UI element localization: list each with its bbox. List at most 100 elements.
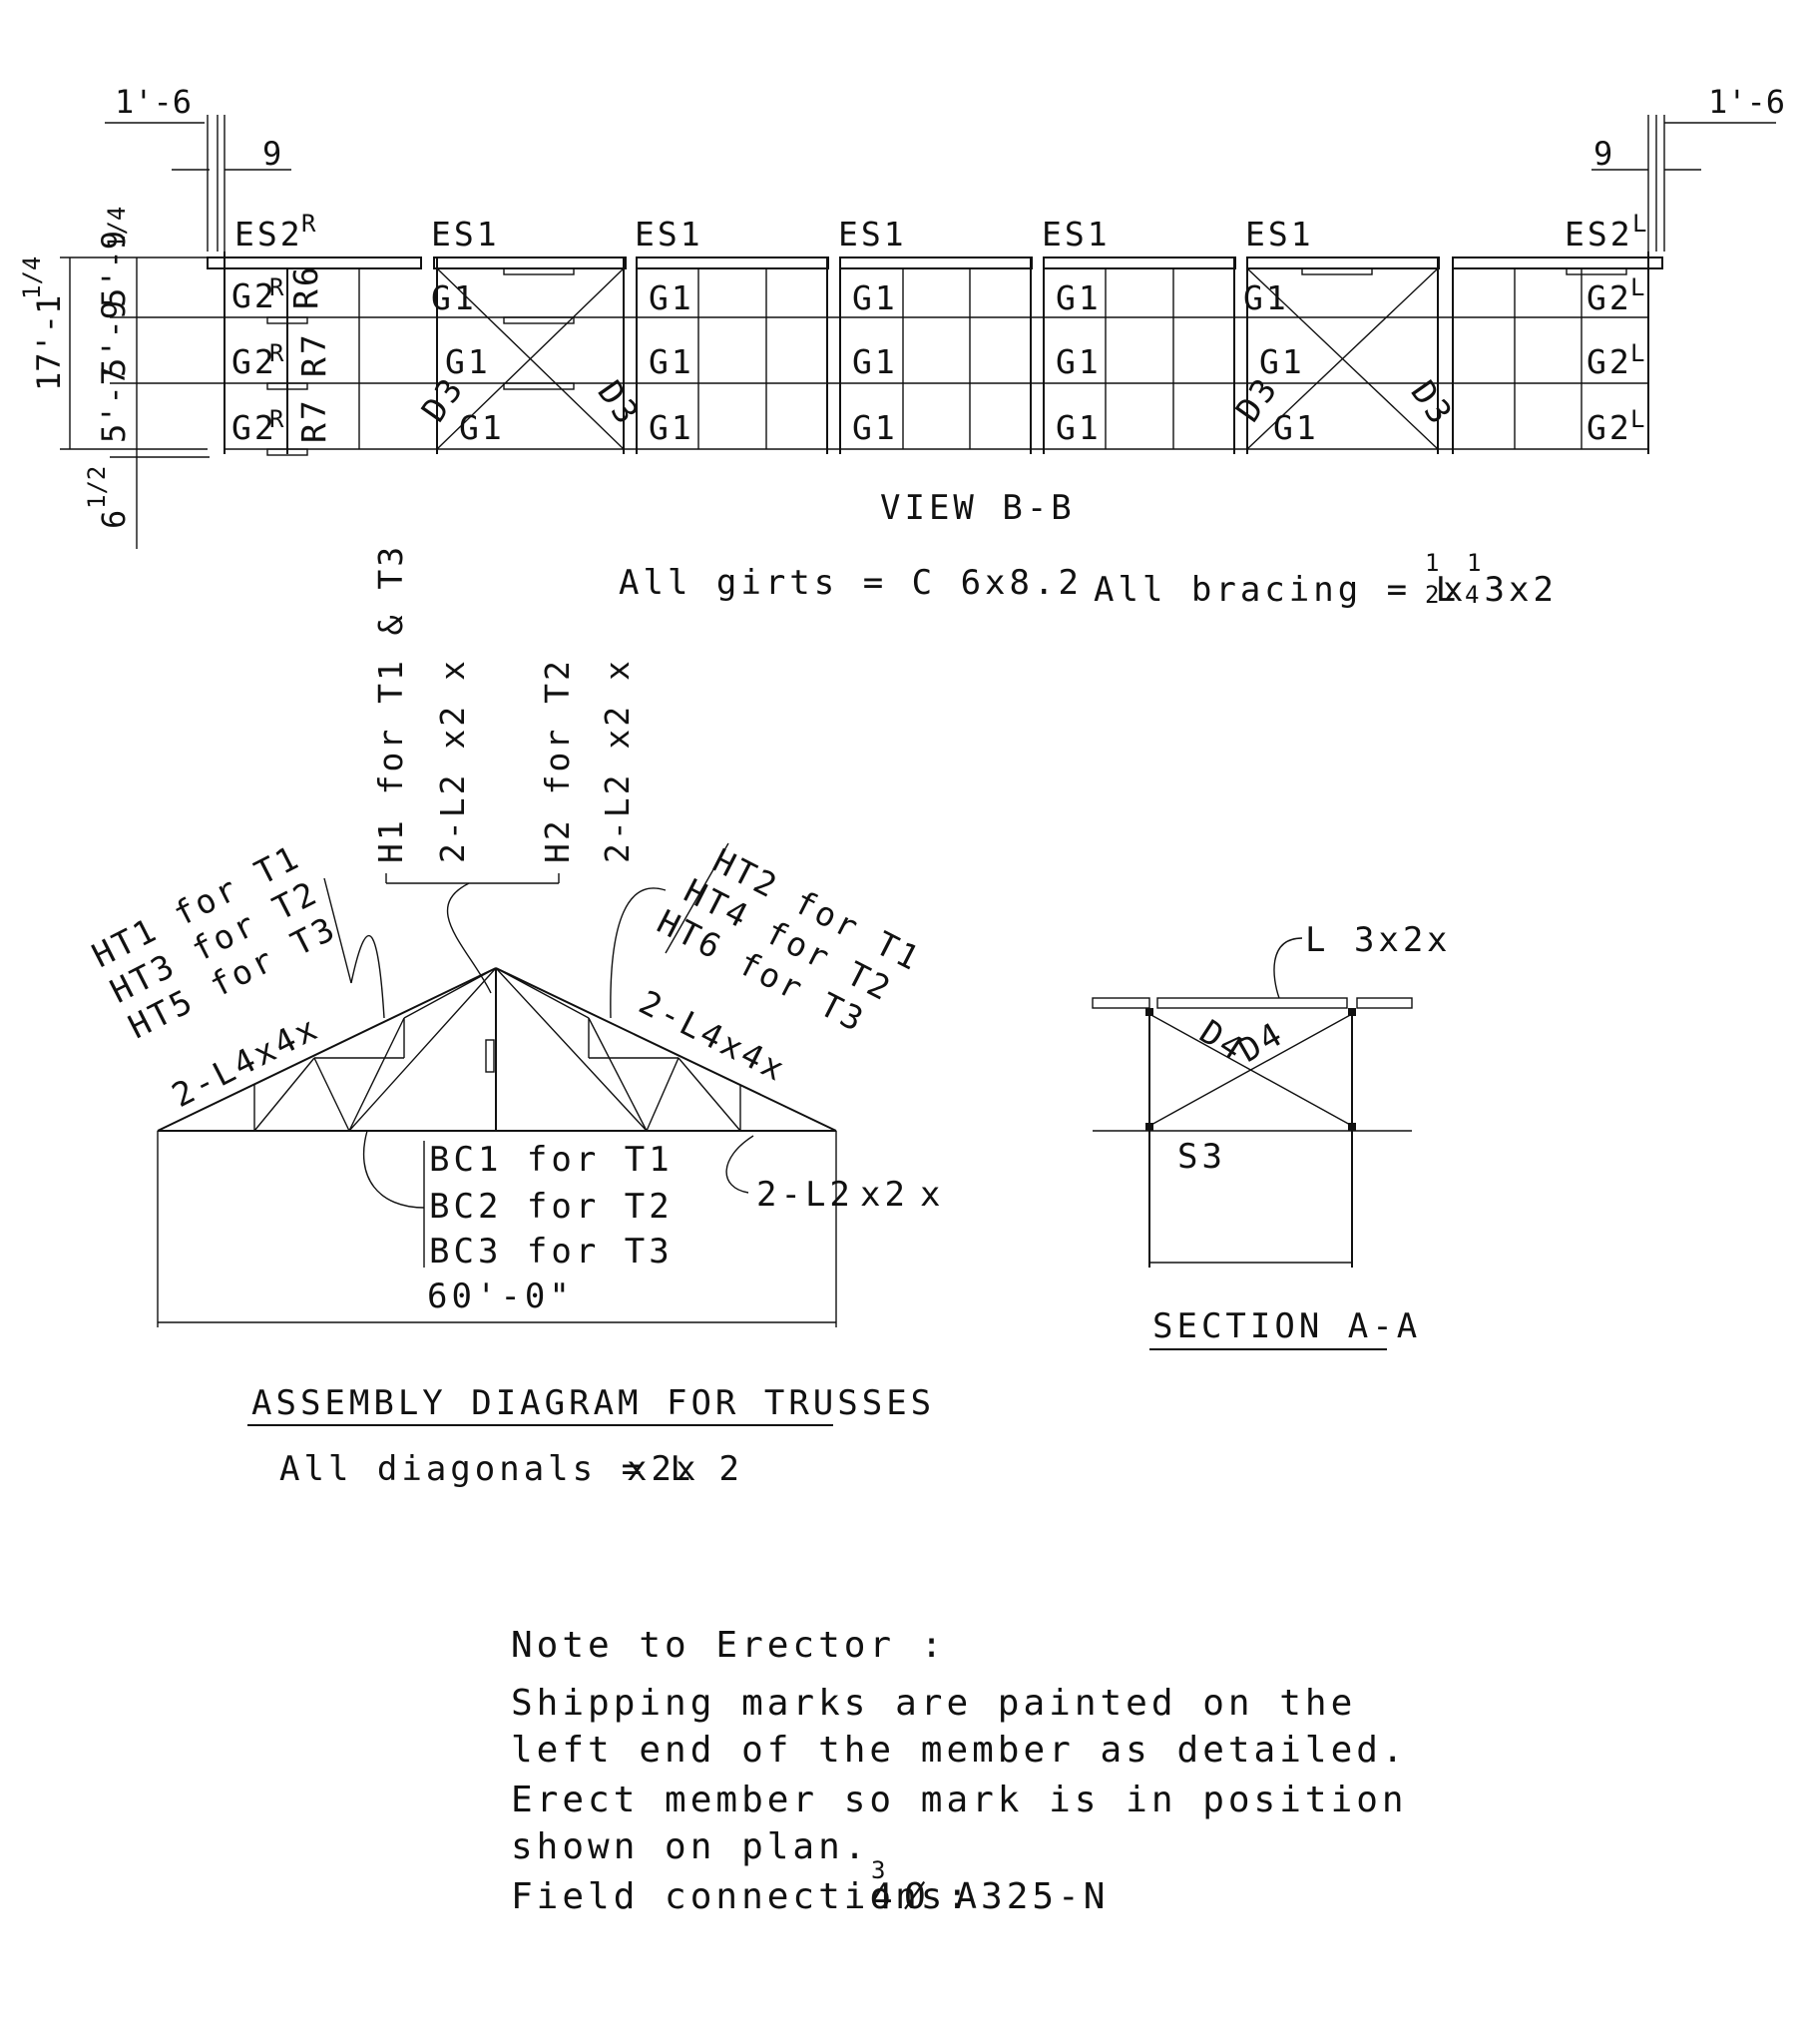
section-angle: L 3x2 xyxy=(1305,920,1427,960)
d4-label: D4 xyxy=(1232,1013,1291,1070)
dim-9-right: 9 xyxy=(1593,135,1612,173)
es1-label: ES1 xyxy=(431,215,500,254)
g2-label: G2 xyxy=(1586,342,1632,381)
bc-line: BC2 for T2 xyxy=(429,1187,674,1227)
s3-label: S3 xyxy=(1177,1137,1226,1177)
g1-label: G1 xyxy=(459,408,505,447)
bracing-frac: 1 xyxy=(1467,549,1481,577)
g2-sup: L xyxy=(1630,405,1644,433)
diagonals-note-text: All diagonals = L 2 xyxy=(279,1449,743,1489)
h2-label: H2 for T2 xyxy=(538,658,577,863)
dim-5-7-frac: 1/4 xyxy=(103,207,131,250)
note-field: Field connections: xyxy=(511,1876,972,1917)
note-line: left end of the member as detailed. xyxy=(511,1730,1408,1771)
h2-size: 2-L2 x2 x xyxy=(598,658,637,863)
g1-label: G1 xyxy=(1056,278,1102,317)
girt-labels: G2 R G2 R G2 R R6 R7 R7 G1 G1 G1 G1 G1 G… xyxy=(231,263,1644,447)
rod-r7-label: R7 xyxy=(294,397,333,443)
girts-note: All girts = C 6x8.2 xyxy=(619,563,1083,603)
g2-sup: R xyxy=(269,339,284,367)
bc-size-end: x xyxy=(920,1175,944,1215)
truss-assembly: 60'-0" H1 for T1 & T3 2-L2 x2 x H2 for T… xyxy=(86,544,944,1489)
g1-label: G1 xyxy=(852,278,898,317)
note-line: Shipping marks are painted on the xyxy=(511,1683,1356,1724)
g1-label: G1 xyxy=(445,342,491,381)
view-bb-title: VIEW B-B xyxy=(880,488,1076,528)
dim-17-1-frac: 1/4 xyxy=(18,256,46,299)
ht-right-labels: HT2 for T1 HT4 for T2 HT6 for T3 xyxy=(651,840,927,1040)
g1-label: G1 xyxy=(1056,342,1102,381)
g1-label: G1 xyxy=(852,342,898,381)
truss-title: ASSEMBLY DIAGRAM FOR TRUSSES xyxy=(251,1383,935,1423)
g2-label: G2 xyxy=(231,408,277,447)
top-chord-right: 2-L4x4x xyxy=(633,982,792,1089)
girt-lines xyxy=(225,268,1648,450)
dim-17-1: 17'-1 xyxy=(30,295,68,391)
dim-6: 6 xyxy=(95,510,133,529)
section-aa-title: SECTION A-A xyxy=(1152,1306,1421,1346)
g1-label: G1 xyxy=(1243,278,1289,317)
h1-size: 2-L2 x2 x xyxy=(433,658,472,863)
g1-label: G1 xyxy=(1259,342,1305,381)
g1-label: G1 xyxy=(649,278,694,317)
dim-5-9: 5'-9 xyxy=(95,231,133,307)
end-strut-labels: ES2 R ES1 ES1 ES1 ES1 ES1 ES2 L xyxy=(234,210,1646,254)
bc-size-right: 2-L2 x2 x xyxy=(756,1175,944,1215)
note-heading: Note to Erector : xyxy=(511,1625,946,1666)
es1-label: ES1 xyxy=(838,215,907,254)
dim-1-6-right: 1'-6 xyxy=(1708,83,1785,121)
rod-r7-label: R7 xyxy=(294,331,333,377)
note-field-frac-top: 3 xyxy=(871,1856,885,1884)
x-bracing xyxy=(436,267,1439,450)
left-dimensions: 17'-1 1/4 5'-9 5'-9 5'-7 1/4 6 1/2 xyxy=(18,207,225,549)
g1-label: G1 xyxy=(852,408,898,447)
note-field-bolt: Ø A325-N xyxy=(904,1876,1109,1917)
bc-size-mid: x2 xyxy=(860,1175,909,1215)
dim-5-9: 5'-9 xyxy=(95,300,133,377)
bc-size-text: 2-L2 xyxy=(756,1175,854,1215)
section-aa: L 3x2 x D4 D4 S3 SECTION A-A xyxy=(1092,920,1451,1350)
g2-sup: R xyxy=(269,273,284,301)
diagonals-note: All diagonals = L 2 x2x xyxy=(279,1449,743,1489)
note-field-num: 4 xyxy=(871,1876,897,1917)
g2-sup: L xyxy=(1630,339,1644,367)
bracing-note: All bracing = L 3x2 1 2 x 1 4 xyxy=(1094,549,1558,610)
truss-span: 60'-0" xyxy=(427,1277,574,1316)
g1-label: G1 xyxy=(1056,408,1102,447)
dim-5-7: 5'-7 xyxy=(95,366,133,443)
g1-label: G1 xyxy=(649,342,694,381)
es2-right-sup: L xyxy=(1632,210,1646,238)
g2-label: G2 xyxy=(1586,408,1632,447)
bc-line: BC1 for T1 xyxy=(429,1140,674,1180)
g1-label: G1 xyxy=(649,408,694,447)
top-dimensions: 1'-6 9 1'-6 9 xyxy=(105,83,1785,252)
note-line: Erect member so mark is in position xyxy=(511,1780,1408,1820)
dim-1-6-left: 1'-6 xyxy=(115,83,192,121)
section-angle-mid: x xyxy=(1427,920,1451,960)
column-lines xyxy=(224,252,1649,454)
es1-label: ES1 xyxy=(1042,215,1111,254)
es2-left-label: ES2 xyxy=(234,215,303,254)
dim-6-frac: 1/2 xyxy=(83,466,111,509)
diagonals-note-mid: x2x xyxy=(627,1449,699,1489)
erector-note: Note to Erector : Shipping marks are pai… xyxy=(511,1625,1408,1917)
g2-sup: R xyxy=(269,405,284,433)
h1-label: H1 for T1 & T3 xyxy=(371,544,410,863)
note-line: shown on plan. xyxy=(511,1826,869,1867)
dim-9-left: 9 xyxy=(262,135,281,173)
bracing-frac: 4 xyxy=(1465,581,1479,609)
g2-sup: L xyxy=(1630,273,1644,301)
bracing-note-text: All bracing = L 3x2 xyxy=(1094,570,1558,610)
g1-label: G1 xyxy=(1273,408,1319,447)
bracing-x: x xyxy=(1443,570,1467,610)
g2-label: G2 xyxy=(231,276,277,315)
es1-label: ES1 xyxy=(635,215,703,254)
es1-label: ES1 xyxy=(1245,215,1314,254)
g1-label: G1 xyxy=(431,278,477,317)
bracing-frac: 2 xyxy=(1425,581,1439,609)
es2-left-sup: R xyxy=(301,210,316,238)
bc-line: BC3 for T3 xyxy=(429,1232,674,1272)
g2-label: G2 xyxy=(1586,278,1632,317)
bracing-frac: 1 xyxy=(1425,549,1439,577)
